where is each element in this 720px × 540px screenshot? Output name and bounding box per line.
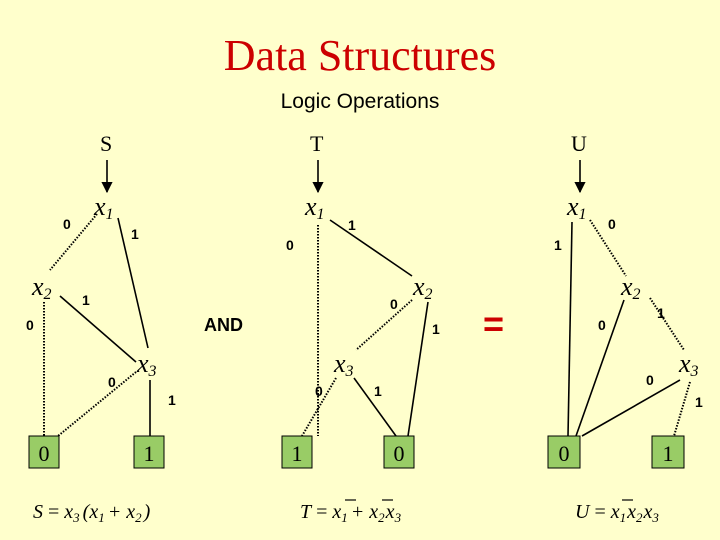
node-t-x2: x2 xyxy=(412,272,433,303)
terminal-s-1-value: 1 xyxy=(144,441,155,466)
edge-t-x3-t0 xyxy=(353,377,397,437)
terminal-t-0 xyxy=(383,435,415,469)
terminal-t-0-value: 0 xyxy=(394,441,405,466)
edge-u-x3-t0 xyxy=(581,379,681,437)
edge-u-x3-t1 xyxy=(673,381,691,437)
terminal-u-0 xyxy=(547,435,581,469)
edge-label-t-6: 1 xyxy=(374,383,382,399)
edge-label-u-3: 0 xyxy=(598,317,606,333)
edge-u-x1-t0 xyxy=(567,221,573,437)
diagram-u: U x1 x2 x3 0 1 0 1 0 1 0 1 xyxy=(547,131,703,525)
terminal-u-1 xyxy=(651,435,685,469)
edge-s-x1-x2 xyxy=(49,213,98,271)
edge-u-x2-t0 xyxy=(575,299,625,437)
root-label-u: U xyxy=(571,131,587,156)
edge-label-s-1: 0 xyxy=(63,216,71,232)
edge-label-s-3: 1 xyxy=(82,292,90,308)
edge-s-x2-x3 xyxy=(59,295,137,363)
edge-t-x2-x3 xyxy=(355,299,413,351)
edge-label-u-6: 1 xyxy=(695,394,703,410)
edge-label-s-5: 0 xyxy=(108,374,116,390)
equals-sign: = xyxy=(483,303,504,344)
edge-label-u-2: 1 xyxy=(554,237,562,253)
edge-t-x3-t1 xyxy=(301,377,337,437)
node-u-x3: x3 xyxy=(678,349,699,380)
edge-s-x3-t0 xyxy=(57,371,137,437)
root-label-s: S xyxy=(100,131,112,156)
terminal-s-1 xyxy=(133,435,165,469)
node-s-x1: x1 xyxy=(93,192,114,223)
edge-label-t-2: 0 xyxy=(286,237,294,253)
edge-label-s-4: 0 xyxy=(26,317,34,333)
edge-label-u-5: 0 xyxy=(646,372,654,388)
slide-title: Data Structures xyxy=(223,31,497,80)
edge-label-u-1: 0 xyxy=(608,216,616,232)
edge-label-t-3: 0 xyxy=(390,296,398,312)
terminal-s-0-value: 0 xyxy=(39,441,50,466)
node-s-x3: x3 xyxy=(136,349,157,380)
edge-label-t-5: 0 xyxy=(315,383,323,399)
node-s-x2: x2 xyxy=(31,272,52,303)
edge-t-x1-x2 xyxy=(329,219,413,277)
diagram-t: T x1 x2 x3 1 0 0 1 0 1 1 0 xyxy=(281,131,440,525)
node-t-x3: x3 xyxy=(333,349,354,380)
edge-label-s-6: 1 xyxy=(168,392,176,408)
and-operator: AND xyxy=(204,315,243,335)
edge-u-x2-x3 xyxy=(649,297,685,351)
terminal-t-1-value: 1 xyxy=(292,441,303,466)
slide-subtitle: Logic Operations xyxy=(280,90,440,113)
root-label-t: T xyxy=(310,131,324,156)
node-u-x2: x2 xyxy=(620,272,641,303)
formula-t: T=x1+ x2x3 xyxy=(300,501,402,525)
terminal-u-1-value: 1 xyxy=(663,441,674,466)
edge-t-x2-t0 xyxy=(407,301,429,437)
formula-u: U=x1x2x3 xyxy=(575,501,659,525)
node-u-x1: x1 xyxy=(566,192,587,223)
edge-label-t-4: 1 xyxy=(432,321,440,337)
edge-label-t-1: 1 xyxy=(348,217,356,233)
formula-s: S=x3(x1+ x2) xyxy=(33,501,151,525)
edge-label-u-4: 1 xyxy=(657,305,665,321)
node-t-x1: x1 xyxy=(304,192,325,223)
edge-s-x1-x3 xyxy=(117,217,149,349)
edge-u-x1-x2 xyxy=(589,219,627,277)
terminal-t-1 xyxy=(281,435,313,469)
edge-label-s-2: 1 xyxy=(131,226,139,242)
diagram-s: S x1 x2 x3 0 1 1 0 0 1 0 1 xyxy=(26,131,176,525)
terminal-u-0-value: 0 xyxy=(559,441,570,466)
terminal-s-0 xyxy=(28,435,60,469)
